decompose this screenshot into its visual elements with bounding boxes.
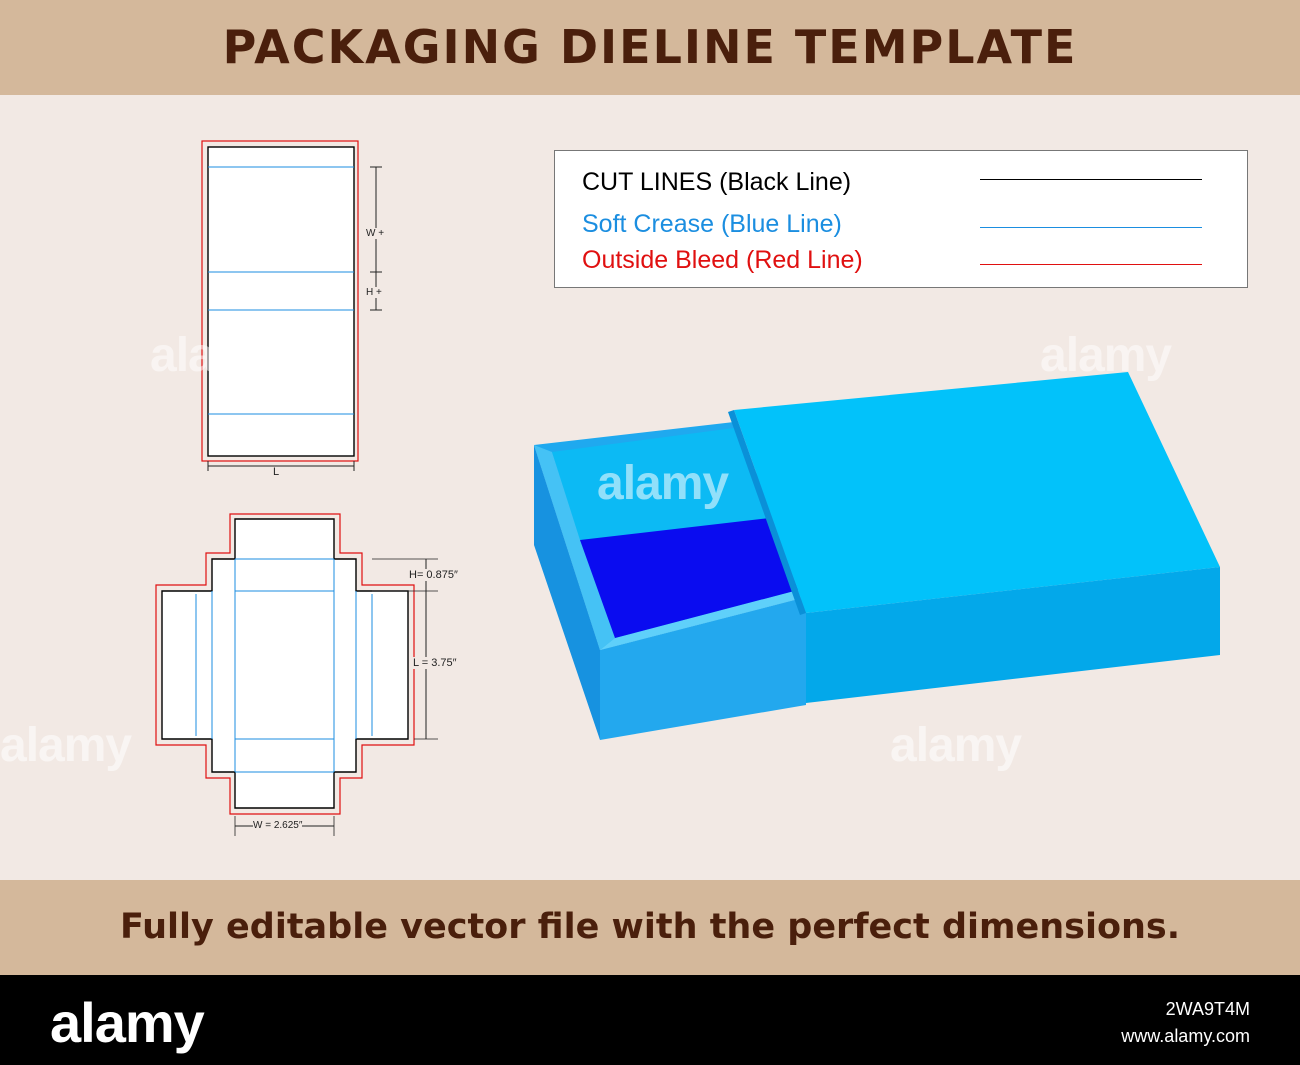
- tray-cut-outline: [161, 518, 409, 809]
- sleeve-front: [806, 567, 1220, 703]
- image-id-block: 2WA9T4M www.alamy.com: [1121, 996, 1250, 1050]
- tray-crease-lines: [195, 558, 373, 773]
- alamy-logo: alamy: [50, 991, 205, 1054]
- watermark-2: alamy: [150, 329, 282, 382]
- sleeve-w-label: W +: [366, 228, 385, 239]
- tray-rim-front: [600, 590, 806, 650]
- page-title: PACKAGING DIELINE TEMPLATE: [222, 20, 1078, 74]
- sleeve-l-label: L: [273, 466, 280, 478]
- image-id: 2WA9T4M: [1165, 999, 1250, 1019]
- legend-bleed-label: Outside Bleed (Red Line): [582, 246, 863, 274]
- legend-bleed-line: [980, 264, 1202, 265]
- tray-left-side: [534, 445, 600, 740]
- watermark-4: alamy: [0, 719, 132, 772]
- header-band: [0, 0, 1300, 95]
- tagline: Fully editable vector file with the perf…: [119, 907, 1181, 947]
- tray-rim-left: [534, 445, 615, 650]
- tray-bleed-outline: [155, 513, 415, 815]
- tray-h-label: H= 0.875″: [409, 569, 458, 581]
- sleeve-left-edge: [728, 410, 806, 615]
- legend-crease-line: [980, 227, 1202, 228]
- watermark-5: alamy: [890, 719, 1022, 772]
- legend-cut-line: [980, 179, 1202, 180]
- sleeve-cut-outline: [207, 146, 355, 457]
- tray-l-label: L = 3.75″: [413, 657, 457, 669]
- tray-inner-floor: [552, 428, 780, 540]
- line-legend: CUT LINES (Black Line) Soft Crease (Blue…: [554, 150, 1248, 288]
- stock-footer: [0, 975, 1300, 1065]
- sleeve-h-label: H +: [366, 287, 382, 298]
- tray-front-side: [600, 597, 806, 740]
- tray-w-label: W = 2.625″: [253, 820, 303, 831]
- legend-cut-label: CUT LINES (Black Line): [582, 168, 852, 196]
- tray-inner-panel: [580, 518, 798, 638]
- sleeve-bleed-outline: [201, 140, 359, 462]
- site-url: www.alamy.com: [1121, 1026, 1250, 1046]
- watermark-3: alamy: [1040, 329, 1172, 382]
- tagline-band: [0, 880, 1300, 975]
- watermark-1: alamy: [597, 457, 729, 510]
- sleeve-top: [734, 372, 1220, 613]
- legend-crease-label: Soft Crease (Blue Line): [582, 210, 842, 238]
